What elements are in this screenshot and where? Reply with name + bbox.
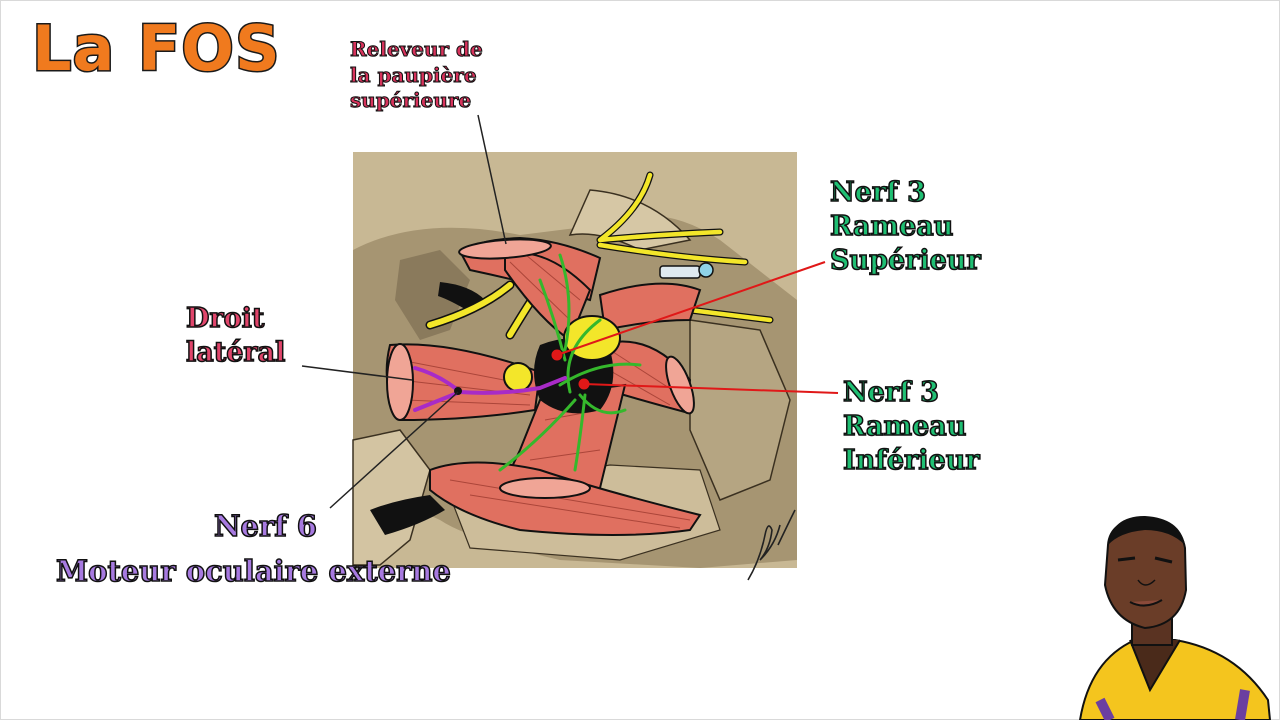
pointer-droit-lateral (301, 365, 413, 381)
label-releveur-line1: Releveur de (350, 37, 484, 62)
pointer-nerf3-inf (583, 383, 839, 394)
artist-signature (747, 509, 796, 581)
label-releveur: Releveur de la paupière supérieure (350, 37, 484, 114)
label-nerf3-sup-line3: Supérieur (829, 244, 981, 276)
label-nerf3-superieur: Nerf 3 Rameau Supérieur (829, 176, 981, 277)
label-releveur-line2: la paupière (350, 62, 478, 87)
pointer-releveur (477, 114, 507, 245)
slide-title: La FOS (31, 12, 282, 85)
label-nerf3-sup-line1: Nerf 3 (829, 176, 926, 208)
label-droit-lateral: Droit latéral (185, 302, 286, 370)
pointer-nerf3-sup (556, 261, 826, 356)
orbital-fissure-illustration (352, 152, 797, 568)
label-nerf3-inferieur: Nerf 3 Rameau Inférieur (842, 376, 980, 477)
pointer-nerf6 (329, 391, 459, 509)
label-releveur-line3: supérieure (350, 88, 472, 113)
label-nerf3-inf-line2: Rameau (842, 410, 967, 442)
label-nerf3-inf-line1: Nerf 3 (842, 376, 939, 408)
label-nerf6-description: Moteur oculaire externe (55, 554, 451, 589)
label-droit-lateral-line2: latéral (185, 336, 286, 368)
label-nerf6: Nerf 6 (213, 509, 318, 544)
cartoon-man-avatar (1078, 516, 1272, 720)
label-droit-lateral-line1: Droit (185, 302, 265, 334)
label-nerf3-sup-line2: Rameau (829, 210, 954, 242)
label-nerf3-inf-line3: Inférieur (842, 444, 980, 476)
